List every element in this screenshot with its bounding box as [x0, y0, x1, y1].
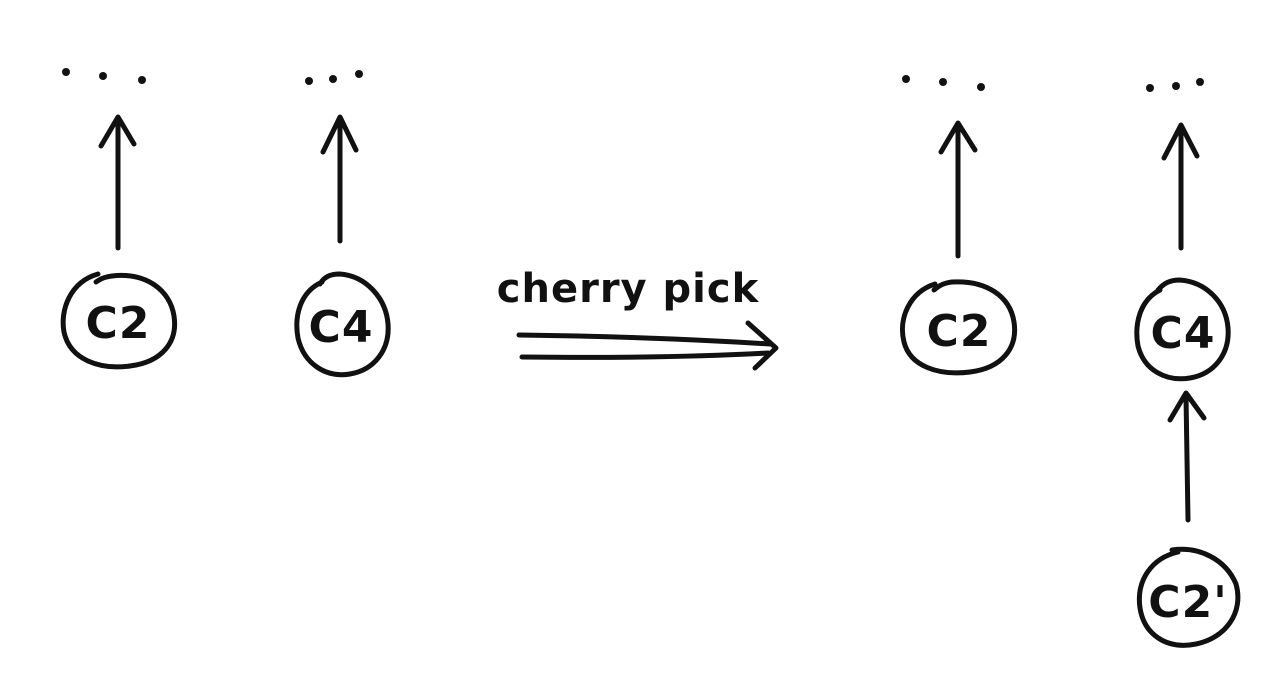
ellipsis-icon	[62, 68, 146, 84]
commit-label: C4	[1151, 308, 1216, 359]
commit-label: C2'	[1148, 577, 1227, 628]
ellipsis-icon	[1146, 78, 1204, 92]
parent-arrow	[320, 114, 359, 244]
before-c2-column: C2	[60, 68, 178, 370]
ellipsis-icon	[305, 70, 363, 85]
ellipsis-icon	[902, 75, 985, 91]
parent-arrow	[1161, 122, 1200, 251]
commit-node-c2: C2	[900, 279, 1018, 376]
double-arrow-icon	[516, 320, 779, 371]
cherry-pick-action: cherry pick	[497, 266, 779, 371]
child-arrow	[1167, 390, 1207, 523]
commit-label: C2	[86, 298, 151, 349]
commit-node-c2: C2	[60, 271, 178, 370]
after-c4-column: C4 C2'	[1134, 78, 1241, 648]
parent-arrow	[938, 120, 978, 259]
commit-label: C2	[927, 306, 992, 357]
commit-node-c4: C4	[1134, 277, 1231, 382]
action-label: cherry pick	[497, 266, 760, 312]
after-c2-column: C2	[900, 75, 1018, 376]
commit-label: C4	[309, 302, 374, 353]
commit-node-c4: C4	[294, 271, 391, 378]
commit-node-c2-prime: C2'	[1136, 546, 1241, 648]
parent-arrow	[98, 114, 137, 251]
before-c4-column: C4	[294, 70, 391, 378]
